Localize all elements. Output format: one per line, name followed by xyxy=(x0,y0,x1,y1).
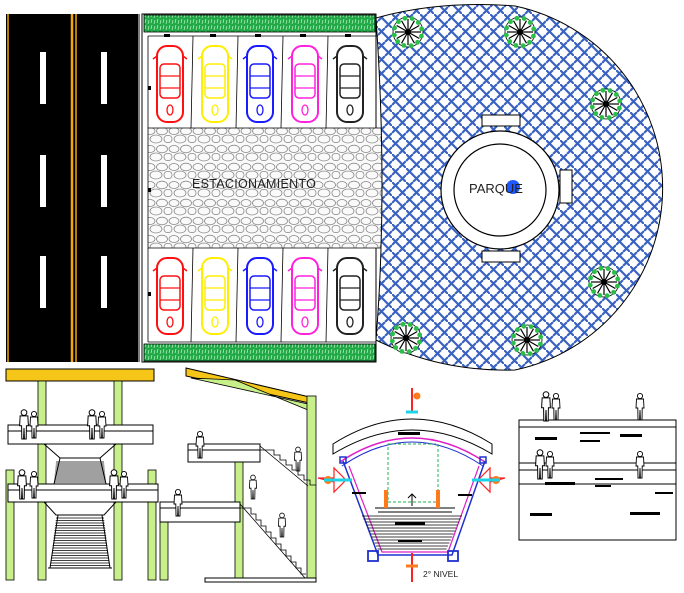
grass-strip-bottom xyxy=(143,343,376,362)
parking-label: ESTACIONAMIENTO xyxy=(192,177,317,191)
person-icon xyxy=(635,450,645,479)
parking-stalls xyxy=(147,35,376,343)
person-icon xyxy=(119,470,129,499)
car-icon xyxy=(197,257,233,335)
person-icon xyxy=(551,392,561,421)
tree-icon xyxy=(391,15,425,49)
car-icon xyxy=(287,45,323,123)
plaza-inner-ring xyxy=(453,143,547,237)
person-icon xyxy=(535,449,545,480)
person-icon xyxy=(173,488,183,517)
car-icon xyxy=(152,257,188,335)
lane-markings xyxy=(40,52,107,308)
person-icon xyxy=(17,469,27,500)
arrow-up-icon xyxy=(407,493,417,506)
person-icon xyxy=(195,430,205,459)
bench-bottom xyxy=(481,250,521,263)
tree-icon xyxy=(389,321,423,355)
person-icon xyxy=(293,446,303,472)
car-icon xyxy=(332,257,368,335)
person-icon xyxy=(541,391,551,422)
road xyxy=(6,14,140,362)
person-icon xyxy=(87,409,97,440)
bench-top xyxy=(481,114,521,127)
car-icon xyxy=(197,45,233,123)
car-row-bottom xyxy=(152,257,368,335)
level-label: 2° NIVEL xyxy=(423,569,459,579)
bench-right xyxy=(559,169,573,204)
car-icon xyxy=(242,257,278,335)
section-stair-middle xyxy=(159,367,317,583)
person-icon xyxy=(29,470,39,499)
grass-strip-top xyxy=(143,14,376,33)
car-icon xyxy=(332,45,368,123)
car-icon xyxy=(152,45,188,123)
parking-lot xyxy=(141,13,389,363)
marker-dot xyxy=(506,180,520,194)
park-plaza xyxy=(375,4,664,371)
person-icon xyxy=(97,410,107,439)
car-icon xyxy=(287,257,323,335)
tree-icon xyxy=(510,323,544,357)
person-icon xyxy=(29,410,39,439)
car-icon xyxy=(242,45,278,123)
person-icon xyxy=(635,392,645,421)
person-icon xyxy=(19,409,29,440)
car-row-top xyxy=(152,45,368,123)
person-icon xyxy=(545,450,555,479)
tree-icon xyxy=(589,87,623,121)
tree-icon xyxy=(503,15,537,49)
tree-icon xyxy=(587,265,621,299)
section-elevation-right xyxy=(518,419,677,541)
person-icon xyxy=(248,474,258,500)
person-icon xyxy=(109,469,119,500)
section-elevation-left xyxy=(5,368,159,581)
person-icon xyxy=(277,512,287,538)
trees xyxy=(389,15,623,357)
section-ramp-detail xyxy=(317,388,506,582)
people xyxy=(17,391,645,538)
park-label: PARQUE xyxy=(469,181,523,196)
